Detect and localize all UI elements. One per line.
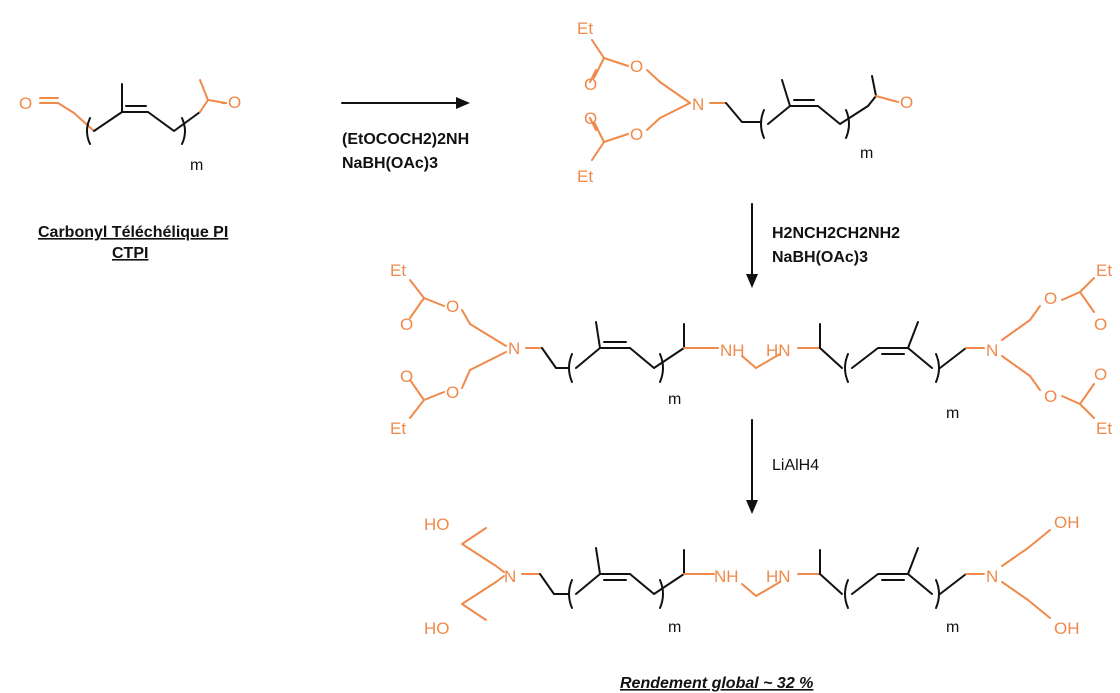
- reaction-arrow-step-2: [746, 203, 758, 288]
- atom-et: Et: [577, 167, 593, 186]
- atom-n: N: [986, 567, 998, 586]
- repeat-unit-m: m: [860, 145, 873, 162]
- atom-o: O: [1094, 315, 1107, 334]
- final-product-structure: HO N HO NH HN N OH OH m m: [424, 513, 1080, 638]
- atom-nh: NH: [714, 567, 739, 586]
- reagent-step-1-amine: (EtOCOCH2)2NH: [342, 131, 469, 148]
- repeat-unit-m: m: [668, 619, 681, 636]
- repeat-unit-m: m: [668, 391, 681, 408]
- atom-et: Et: [390, 419, 406, 438]
- atom-n: N: [986, 341, 998, 360]
- start-material-abbrev: CTPI: [112, 245, 148, 262]
- atom-ho: HO: [424, 515, 450, 534]
- atom-oh: OH: [1054, 619, 1080, 638]
- repeat-unit-m: m: [946, 619, 959, 636]
- atom-o: O: [1044, 289, 1057, 308]
- reagent-step-3: LiAlH4: [772, 457, 819, 474]
- reagent-step-2-reductant: NaBH(OAc)3: [772, 249, 868, 266]
- product-2-structure: Et O O N O O Et NH HN N Et O O O O Et m …: [390, 261, 1112, 438]
- atom-o: O: [584, 75, 597, 94]
- atom-o: O: [1094, 365, 1107, 384]
- atom-o: O: [900, 93, 913, 112]
- atom-ho: HO: [424, 619, 450, 638]
- atom-et: Et: [577, 19, 593, 38]
- atom-oh: OH: [1054, 513, 1080, 532]
- atom-o: O: [446, 297, 459, 316]
- start-material-name: Carbonyl Téléchélique PI: [38, 224, 228, 241]
- reaction-arrow-step-3: [746, 419, 758, 514]
- atom-et: Et: [1096, 261, 1112, 280]
- atom-o: O: [400, 315, 413, 334]
- atom-hn: HN: [766, 567, 791, 586]
- ctpi-structure: O O m: [19, 79, 241, 174]
- atom-et: Et: [390, 261, 406, 280]
- atom-o: O: [630, 125, 643, 144]
- reagent-step-2-diamine: H2NCH2CH2NH2: [772, 225, 900, 242]
- repeat-unit-m: m: [190, 157, 203, 174]
- product-1-structure: Et O O O O Et N O m: [577, 19, 913, 186]
- reaction-arrow-step-1: [341, 97, 470, 109]
- atom-o: O: [19, 94, 32, 113]
- atom-o: O: [400, 367, 413, 386]
- atom-et: Et: [1096, 419, 1112, 438]
- atom-n: N: [504, 567, 516, 586]
- atom-n: N: [508, 339, 520, 358]
- atom-nh: NH: [720, 341, 745, 360]
- atom-n: N: [692, 95, 704, 114]
- atom-o: O: [630, 57, 643, 76]
- atom-o: O: [1044, 387, 1057, 406]
- atom-o: O: [446, 383, 459, 402]
- atom-hn: HN: [766, 341, 791, 360]
- atom-o: O: [228, 93, 241, 112]
- reagent-step-1-reductant: NaBH(OAc)3: [342, 155, 438, 172]
- overall-yield: Rendement global ~ 32 %: [620, 675, 813, 692]
- atom-o: O: [584, 109, 597, 128]
- repeat-unit-m: m: [946, 405, 959, 422]
